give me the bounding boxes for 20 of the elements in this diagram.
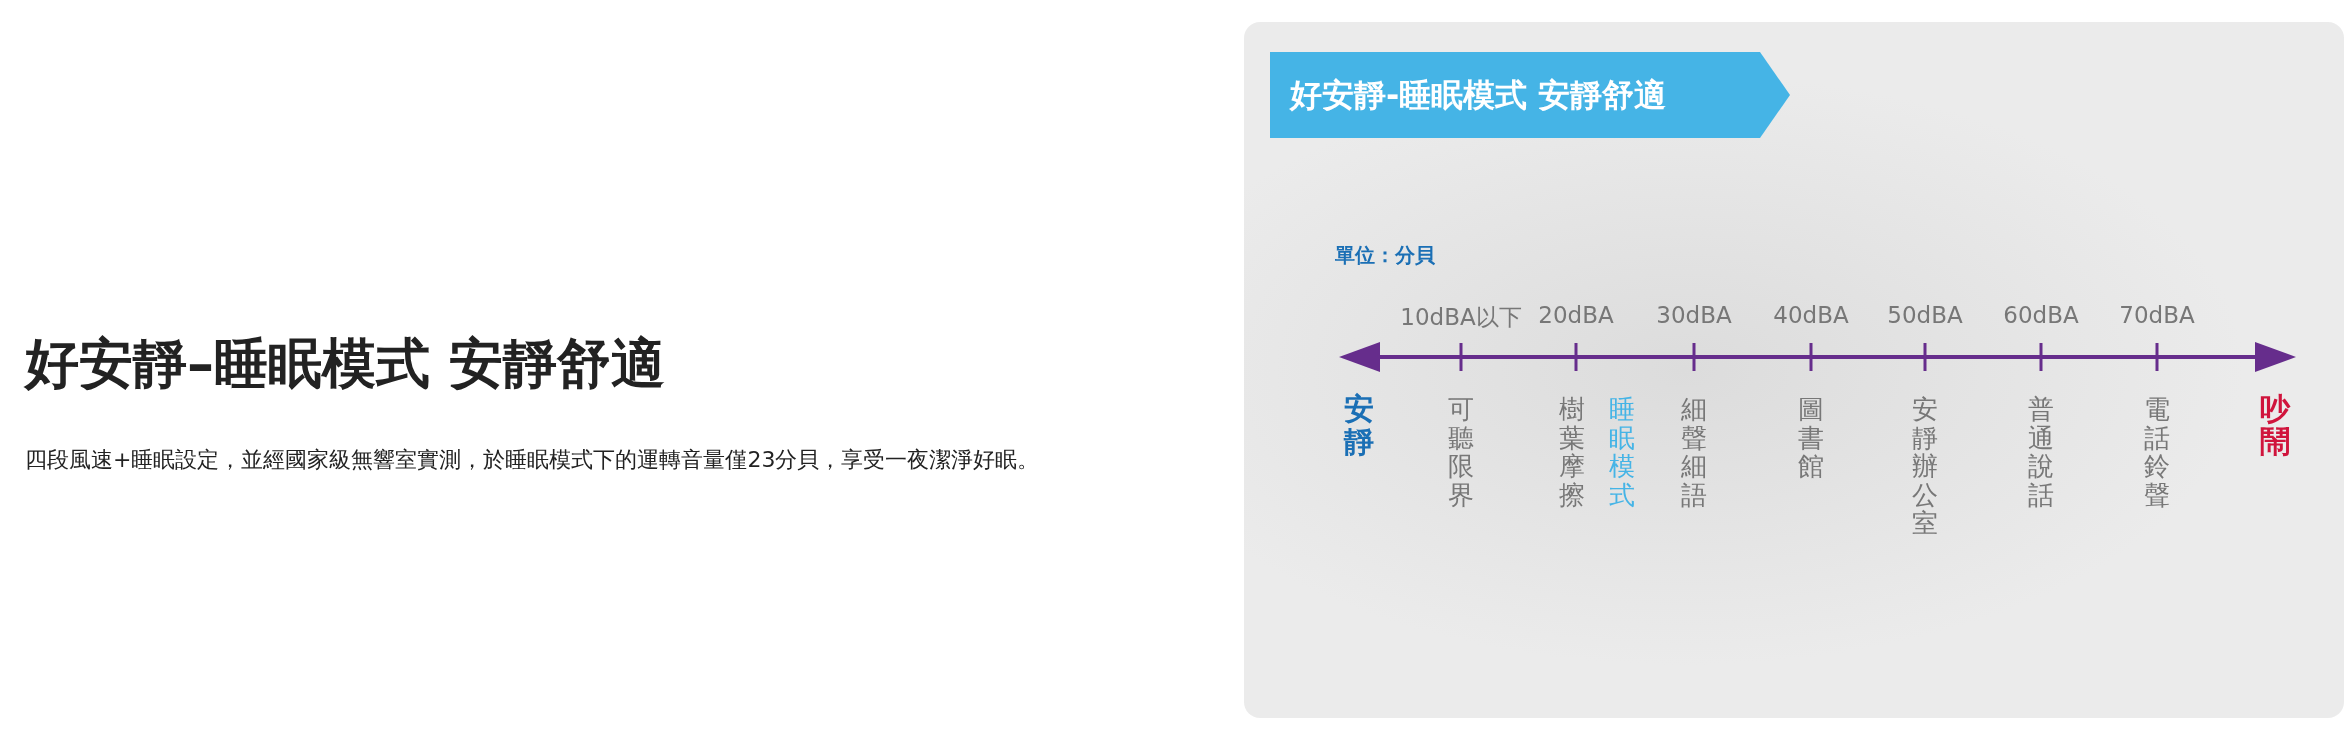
sleep-mode-label: 睡眠模式 <box>1609 395 1635 510</box>
tick-label: 40dBA <box>1773 302 1849 328</box>
sound-example-label: 細聲細語 <box>1681 395 1707 510</box>
tick-label: 30dBA <box>1656 302 1732 328</box>
sound-example-label: 安靜辦公室 <box>1912 395 1938 538</box>
scale-end-label: 吵鬧 <box>2260 392 2290 458</box>
tick-label: 50dBA <box>1887 302 1963 328</box>
tick-label: 20dBA <box>1538 302 1614 328</box>
sound-example-label: 可聽限界 <box>1448 395 1474 510</box>
tick-label: 70dBA <box>2119 302 2195 328</box>
tick-label: 10dBA以下 <box>1400 303 1522 332</box>
description-paragraph: 四段風速+睡眠設定，並經國家級無響室實測，於睡眠模式下的運轉音量僅23分貝，享受一夜潔淨好眠。 <box>25 446 1041 474</box>
tick-label: 60dBA <box>2003 302 2079 328</box>
sound-example-label: 普通說話 <box>2028 395 2054 510</box>
sound-example-label: 樹葉摩擦 <box>1559 395 1585 510</box>
sound-example-label: 電話鈴聲 <box>2144 395 2170 510</box>
unit-label: 單位：分貝 <box>1335 242 1435 269</box>
sound-example-label: 圖書館 <box>1798 395 1824 481</box>
scale-end-label: 安靜 <box>1344 392 1374 458</box>
page-heading: 好安靜–睡眠模式 安靜舒適 <box>25 331 665 397</box>
